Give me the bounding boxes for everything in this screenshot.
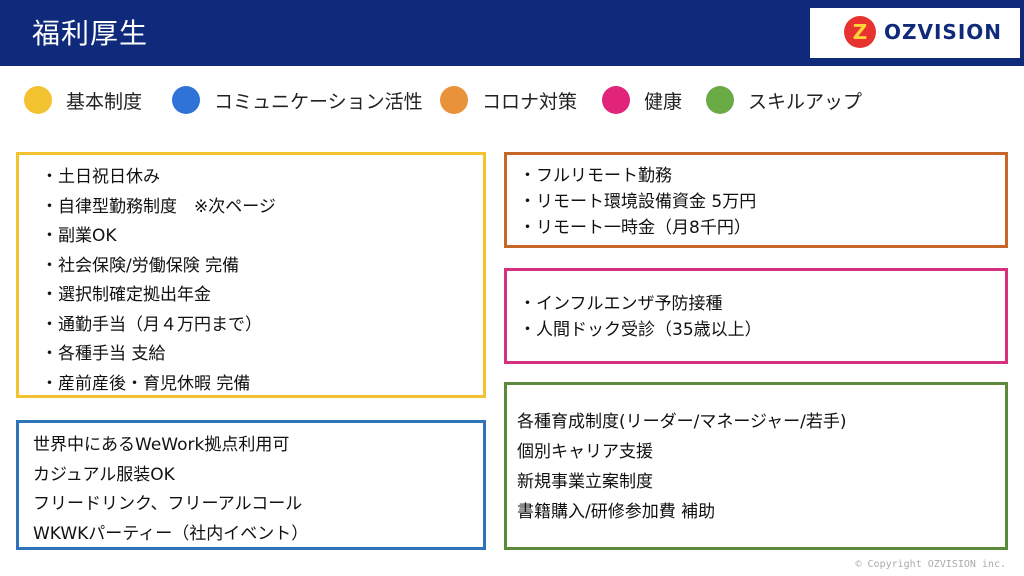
basic-benefits-box: ・土日祝日休み ・自律型勤務制度 ※次ページ ・副業OK ・社会保険/労働保険 … xyxy=(16,152,486,398)
skill-benefits-box: 各種育成制度(リーダー/マネージャー/若手) 個別キャリア支援 新規事業立案制度… xyxy=(504,382,1008,550)
list-item: ・選択制確定拠出年金 xyxy=(41,285,211,305)
list-item: ・産前産後・育児休暇 完備 xyxy=(41,373,251,394)
list-item: ・社会保険/労働保険 完備 xyxy=(41,255,240,276)
legend-dot-communication-icon xyxy=(172,86,200,114)
list-item: 世界中にあるWeWork拠点利用可 xyxy=(33,435,290,455)
legend-dot-corona-icon xyxy=(440,86,468,114)
list-item: カジュアル服装OK xyxy=(33,464,175,485)
list-item: WKWKパーティー（社内イベント） xyxy=(33,523,309,544)
health-benefits-box: ・インフルエンザ予防接種 ・人間ドック受診（35歳以上） xyxy=(504,268,1008,364)
page-title: 福利厚生 xyxy=(32,17,149,50)
logo-mark-icon: Z xyxy=(844,16,876,48)
corona-benefits-box: ・フルリモート勤務 ・リモート環境設備資金 5万円 ・リモート一時金（月8千円） xyxy=(504,152,1008,248)
list-item: ・自律型勤務制度 ※次ページ xyxy=(41,196,276,217)
list-item: ・人間ドック受診（35歳以上） xyxy=(519,320,762,340)
legend-label-communication: コミュニケーション活性 xyxy=(214,90,423,113)
legend-item-basic: 基本制度 xyxy=(24,86,142,114)
legend-dot-skill-icon xyxy=(706,86,734,114)
legend-item-skill: スキルアップ xyxy=(706,86,862,114)
legend-label-basic: 基本制度 xyxy=(66,90,143,113)
list-item: フリードリンク、フリーアルコール xyxy=(33,494,303,514)
copyright-text: © Copyright OZVISION inc. xyxy=(855,559,1006,570)
legend-item-corona: コロナ対策 xyxy=(440,86,577,114)
list-item: ・通勤手当（月４万円まで） xyxy=(41,314,262,335)
list-item: 書籍購入/研修参加費 補助 xyxy=(517,502,716,522)
header-bar: 福利厚生 Z OZVISION xyxy=(0,0,1024,66)
list-item: 各種育成制度(リーダー/マネージャー/若手) xyxy=(517,412,847,432)
list-item: ・各種手当 支給 xyxy=(41,344,166,364)
list-item: 新規事業立案制度 xyxy=(517,472,653,492)
list-item: ・フルリモート勤務 xyxy=(519,166,672,186)
list-item: ・リモート一時金（月8千円） xyxy=(519,218,751,238)
legend-item-health: 健康 xyxy=(602,86,682,114)
company-logo: Z OZVISION xyxy=(810,8,1020,58)
list-item: ・副業OK xyxy=(41,226,117,246)
list-item: ・インフルエンザ予防接種 xyxy=(519,294,723,314)
list-item: ・リモート環境設備資金 5万円 xyxy=(519,192,757,212)
category-legend: 基本制度 コミュニケーション活性 コロナ対策 健康 スキルアップ xyxy=(0,86,1024,122)
legend-label-health: 健康 xyxy=(644,90,683,113)
legend-dot-basic-icon xyxy=(24,86,52,114)
communication-benefits-box: 世界中にあるWeWork拠点利用可 カジュアル服装OK フリードリンク、フリーア… xyxy=(16,420,486,550)
list-item: 個別キャリア支援 xyxy=(517,442,653,462)
legend-item-communication: コミュニケーション活性 xyxy=(172,86,423,114)
legend-label-skill: スキルアップ xyxy=(748,90,863,113)
legend-label-corona: コロナ対策 xyxy=(482,90,578,113)
legend-dot-health-icon xyxy=(602,86,630,114)
list-item: ・土日祝日休み xyxy=(41,167,160,187)
logo-text: OZVISION xyxy=(884,20,1003,44)
